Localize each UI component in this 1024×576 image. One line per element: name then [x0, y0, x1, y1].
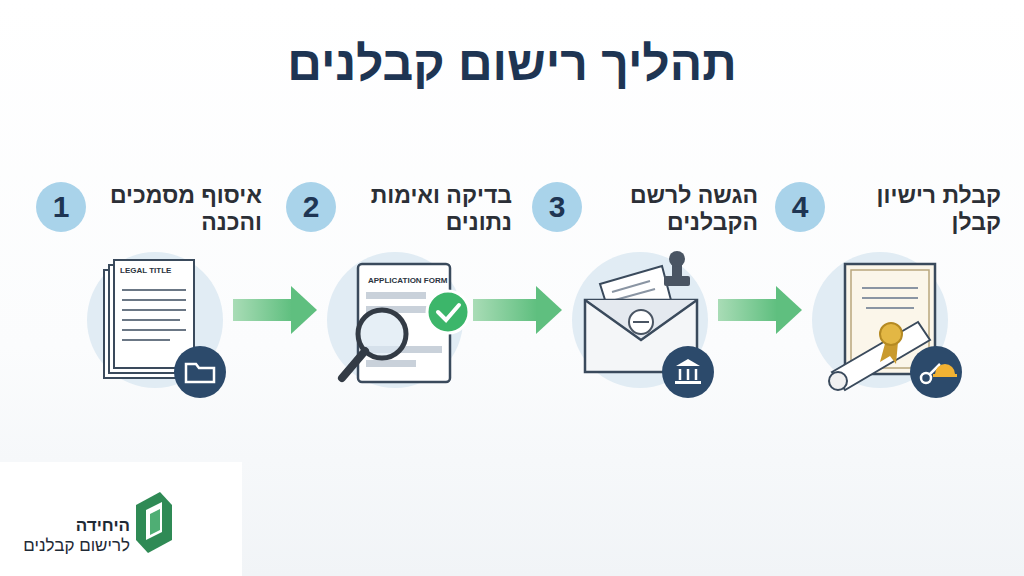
logo-text: לרישום קבלנים — [23, 536, 130, 556]
step-node: 4קבלת רישיון קבלן — [812, 252, 948, 388]
diagram-title: תהליך רישום קבלנים — [0, 36, 1024, 91]
envelope-illustration — [572, 251, 714, 398]
flow-arrow — [473, 286, 562, 334]
step-number: 1 — [36, 182, 86, 232]
step-node: 2בדיקה ואימות נתונים — [327, 252, 463, 388]
step-heading: בדיקה ואימות נתונים — [344, 182, 512, 236]
form-check-illustration — [327, 252, 469, 388]
step-heading: איסוף מסמכים והכנה — [94, 182, 262, 236]
logo-panel — [0, 462, 242, 576]
form-label: APPLICATION FORM — [368, 276, 447, 285]
step-header: 3הגשה לרשם הקבלנים — [532, 182, 758, 236]
flow-arrow — [233, 286, 317, 334]
document-label: LEGAL TITLE — [120, 266, 171, 275]
documents-illustration — [87, 252, 226, 398]
step-number: 3 — [532, 182, 582, 232]
step-node: 3הגשה לרשם הקבלנים — [572, 252, 708, 388]
flow-arrow — [718, 286, 802, 334]
step-number: 2 — [286, 182, 336, 232]
step-header: 1איסוף מסמכים והכנה — [36, 182, 262, 236]
step-heading: קבלת רישיון קבלן — [833, 182, 1001, 236]
step-heading: הגשה לרשם הקבלנים — [590, 182, 758, 236]
logo-text: היחידה — [76, 516, 130, 536]
logo-mark — [136, 492, 172, 553]
license-illustration — [812, 252, 962, 398]
step-header: 4קבלת רישיון קבלן — [775, 182, 1001, 236]
step-number: 4 — [775, 182, 825, 232]
step-header: 2בדיקה ואימות נתונים — [286, 182, 512, 236]
